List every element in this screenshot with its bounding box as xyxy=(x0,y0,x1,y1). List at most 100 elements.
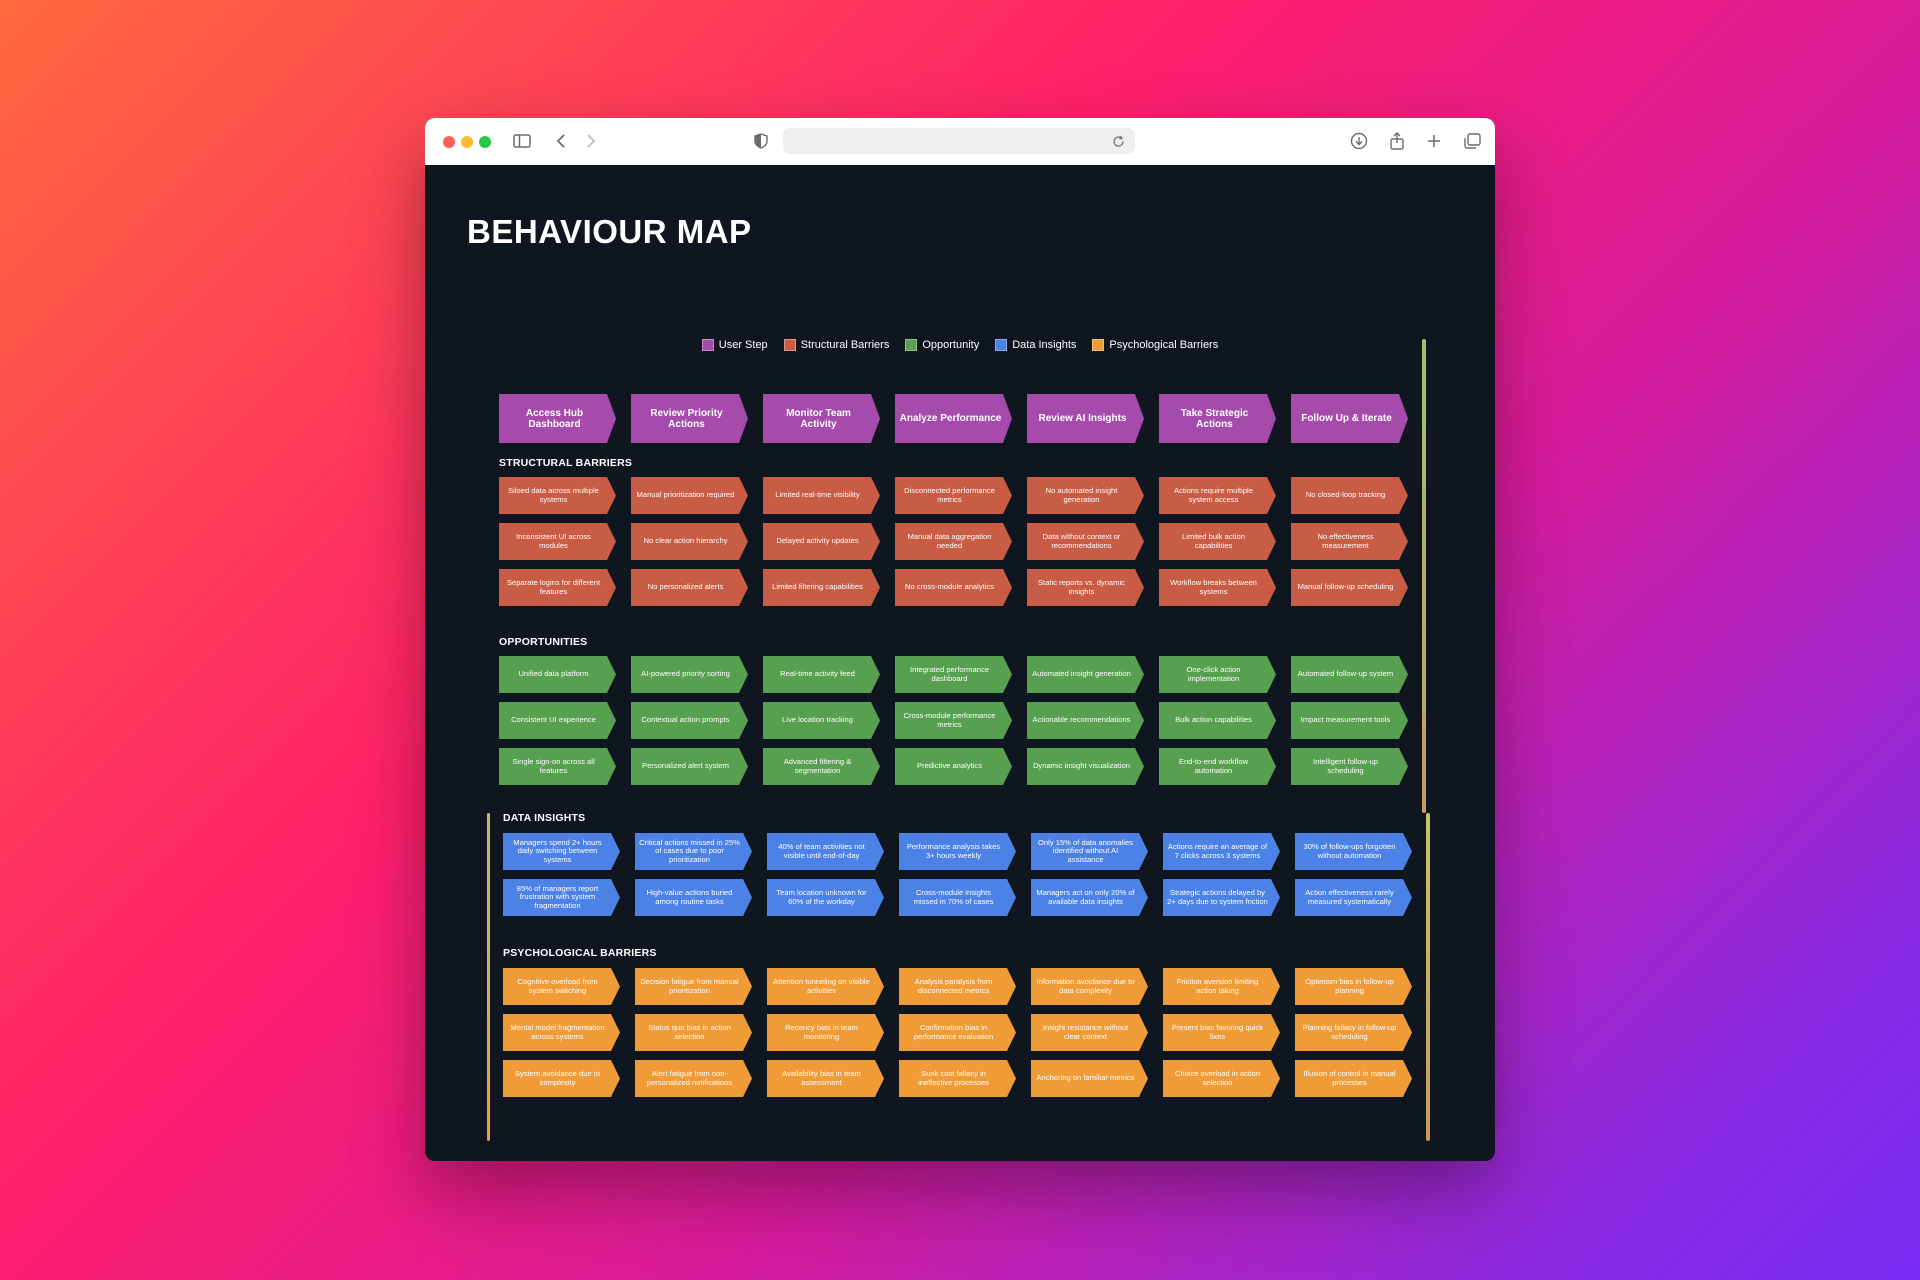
data-insight-card: Managers act on only 20% of available da… xyxy=(1031,879,1148,916)
share-icon[interactable] xyxy=(1386,130,1408,152)
structural-barrier-card: Siloed data across multiple systems xyxy=(499,477,616,514)
psychological-barrier-card: Status quo bias in action selection xyxy=(635,1014,752,1051)
section-label-opportunities: OPPORTUNITIES xyxy=(499,636,588,648)
opportunity-card: Integrated performance dashboard xyxy=(895,656,1012,693)
reload-icon[interactable] xyxy=(1107,130,1129,152)
opportunity-card: End-to-end workflow automation xyxy=(1159,748,1276,785)
psychological-barrier-card: Alert fatigue from non-personalized noti… xyxy=(635,1060,752,1097)
opportunity-card: Bulk action capabilities xyxy=(1159,702,1276,739)
structural-barrier-card: Separate logins for different features xyxy=(499,569,616,606)
data-insight-card: Critical actions missed in 25% of cases … xyxy=(635,833,752,870)
psychological-barrier-card: Present bias favoring quick fixes xyxy=(1163,1014,1280,1051)
data-insight-card: 30% of follow-ups forgotten without auto… xyxy=(1295,833,1412,870)
opportunity-card: Dynamic insight visualization xyxy=(1027,748,1144,785)
opportunity-card: Automated follow-up system xyxy=(1291,656,1408,693)
close-window-button[interactable] xyxy=(443,136,455,148)
user-step-chevron: Take Strategic Actions xyxy=(1159,394,1276,443)
psychological-barrier-card: Information avoidance due to data comple… xyxy=(1031,968,1148,1005)
structural-barrier-card: Manual data aggregation needed xyxy=(895,523,1012,560)
shield-icon[interactable] xyxy=(750,130,772,152)
structural-barrier-card: No effectiveness measurement xyxy=(1291,523,1408,560)
psychological-barrier-card: System avoidance due to complexity xyxy=(503,1060,620,1097)
legend: User Step Structural Barriers Opportunit… xyxy=(425,339,1495,351)
legend-swatch xyxy=(905,339,918,351)
user-step-chevron: Access Hub Dashboard xyxy=(499,394,616,443)
psychological-barrier-card: Availability bias in team assessment xyxy=(767,1060,884,1097)
legend-item-user-step: User Step xyxy=(701,339,768,351)
psychological-barrier-card: Friction aversion limiting action taking xyxy=(1163,968,1280,1005)
structural-barrier-card: No closed-loop tracking xyxy=(1291,477,1408,514)
download-icon[interactable] xyxy=(1348,130,1370,152)
structural-barrier-card: Manual follow-up scheduling xyxy=(1291,569,1408,606)
opportunity-card: Consistent UI experience xyxy=(499,702,616,739)
user-step-chevron: Review AI Insights xyxy=(1027,394,1144,443)
legend-swatch xyxy=(783,339,796,351)
legend-label: Structural Barriers xyxy=(800,339,890,351)
user-step-chevron: Analyze Performance xyxy=(895,394,1012,443)
tabs-icon[interactable] xyxy=(1461,130,1483,152)
page-content: BEHAVIOUR MAP User Step Structural Barri… xyxy=(425,165,1495,1161)
structural-barrier-card: Limited real-time visibility xyxy=(763,477,880,514)
psychological-barriers-grid: Cognitive overload from system switching… xyxy=(503,968,1412,1106)
minimize-window-button[interactable] xyxy=(461,136,473,148)
legend-swatch xyxy=(1092,339,1105,351)
legend-label: Psychological Barriers xyxy=(1109,339,1219,351)
psychological-barrier-card: Illusion of control in manual processes xyxy=(1295,1060,1412,1097)
psychological-barrier-card: Choice overload in action selection xyxy=(1163,1060,1280,1097)
section-label-data-insights: DATA INSIGHTS xyxy=(503,812,586,824)
page-title: BEHAVIOUR MAP xyxy=(467,213,752,250)
psychological-barrier-card: Mental model fragmentation across system… xyxy=(503,1014,620,1051)
psychological-barrier-card: Cognitive overload from system switching xyxy=(503,968,620,1005)
legend-label: User Step xyxy=(718,339,768,351)
opportunity-card: Intelligent follow-up scheduling xyxy=(1291,748,1408,785)
plus-icon[interactable] xyxy=(1423,130,1445,152)
user-step-chevron: Monitor Team Activity xyxy=(763,394,880,443)
left-accent-line xyxy=(487,813,490,1141)
structural-barrier-card: No automated insight generation xyxy=(1027,477,1144,514)
data-insight-card: Action effectiveness rarely measured sys… xyxy=(1295,879,1412,916)
psychological-barrier-card: Optimism bias in follow-up planning xyxy=(1295,968,1412,1005)
opportunity-card: Cross-module performance metrics xyxy=(895,702,1012,739)
legend-swatch xyxy=(995,339,1008,351)
psychological-barrier-card: Analysis paralysis from disconnected met… xyxy=(899,968,1016,1005)
opportunity-card: Actionable recommendations xyxy=(1027,702,1144,739)
sidebar-icon[interactable] xyxy=(511,130,533,152)
user-step-chevron: Follow Up & Iterate xyxy=(1291,394,1408,443)
opportunity-card: Unified data platform xyxy=(499,656,616,693)
psychological-barrier-card: Sunk cost fallacy in ineffective process… xyxy=(899,1060,1016,1097)
legend-label: Opportunity xyxy=(922,339,980,351)
forward-icon[interactable] xyxy=(580,130,602,152)
address-bar[interactable] xyxy=(783,128,1135,154)
legend-item-psychological-barriers: Psychological Barriers xyxy=(1092,339,1218,351)
data-insight-card: Performance analysis takes 3+ hours week… xyxy=(899,833,1016,870)
data-insight-card: 85% of managers report frustration with … xyxy=(503,879,620,916)
psychological-barrier-card: Anchoring on familiar metrics xyxy=(1031,1060,1148,1097)
right-accent-line-lower xyxy=(1426,813,1430,1141)
psychological-barrier-card: Recency bias in team monitoring xyxy=(767,1014,884,1051)
data-insights-grid: Managers spend 2+ hours daily switching … xyxy=(503,833,1412,925)
structural-barrier-card: Limited filtering capabilities xyxy=(763,569,880,606)
legend-item-opportunity: Opportunity xyxy=(905,339,979,351)
legend-label: Data Insights xyxy=(1012,339,1077,351)
section-label-structural: STRUCTURAL BARRIERS xyxy=(499,457,633,469)
opportunity-card: One-click action implementation xyxy=(1159,656,1276,693)
data-insight-card: Only 15% of data anomalies identified wi… xyxy=(1031,833,1148,870)
zoom-window-button[interactable] xyxy=(479,136,491,148)
legend-swatch xyxy=(701,339,714,351)
back-icon[interactable] xyxy=(550,130,572,152)
structural-barrier-card: No personalized alerts xyxy=(631,569,748,606)
psychological-barrier-card: Confirmation bias in performance evaluat… xyxy=(899,1014,1016,1051)
structural-barrier-card: Data without context or recommendations xyxy=(1027,523,1144,560)
structural-barrier-card: No clear action hierarchy xyxy=(631,523,748,560)
opportunity-card: Advanced filtering & segmentation xyxy=(763,748,880,785)
structural-barrier-card: Manual prioritization required xyxy=(631,477,748,514)
psychological-barrier-card: Planning fallacy in follow-up scheduling xyxy=(1295,1014,1412,1051)
opportunity-card: Single sign-on across all features xyxy=(499,748,616,785)
data-insight-card: Managers spend 2+ hours daily switching … xyxy=(503,833,620,870)
opportunity-card: Real-time activity feed xyxy=(763,656,880,693)
structural-barrier-card: Actions require multiple system access xyxy=(1159,477,1276,514)
section-label-psychological: PSYCHOLOGICAL BARRIERS xyxy=(503,947,657,959)
